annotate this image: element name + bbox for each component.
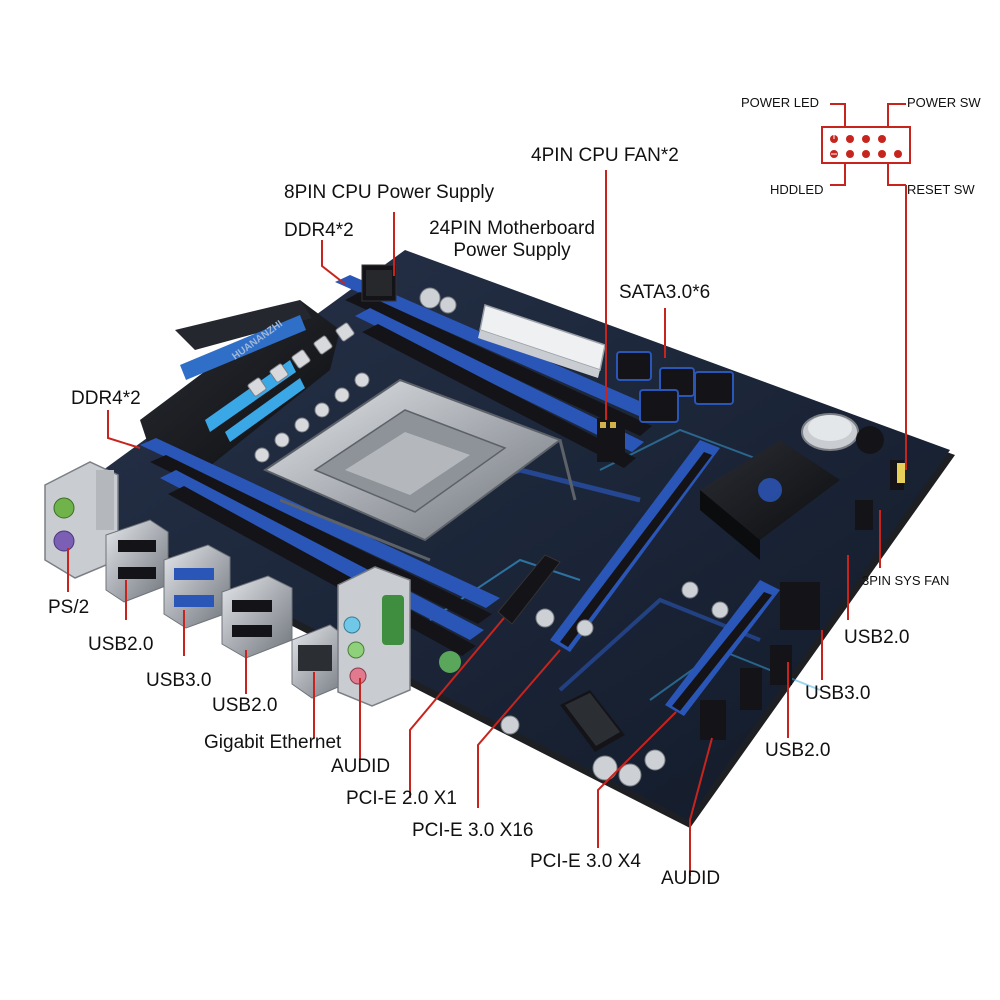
pcie-x16-slot <box>550 440 720 652</box>
usb30-label-right: USB3.0 <box>805 683 871 704</box>
cpu-fan-header <box>597 418 625 462</box>
cpu-power-label: 8PIN CPU Power Supply <box>284 182 495 203</box>
sys-fan-label: 3PIN SYS FAN <box>862 573 950 588</box>
internal-headers <box>700 460 905 740</box>
rear-io <box>44 461 411 707</box>
pcie-x1-label: PCI-E 2.0 X1 <box>346 788 457 809</box>
power-led-label: POWER LED <box>741 95 820 110</box>
cmos-battery <box>801 413 859 451</box>
atx-power-label-line1: 24PIN Motherboard <box>429 218 595 239</box>
reset-sw-label: RESET SW <box>907 182 975 197</box>
atx-power-label-line2: Power Supply <box>453 240 571 261</box>
m2-slot <box>560 690 625 752</box>
ddr4-slots-top <box>335 275 660 468</box>
buzzer <box>856 426 884 454</box>
chipset-heatsink <box>700 440 840 560</box>
usb20-label-b: USB2.0 <box>212 695 278 716</box>
green-capacitor <box>439 651 461 673</box>
usb20-label-a: USB2.0 <box>88 634 154 655</box>
vrm-heatsink: HUANANZHI <box>140 300 340 470</box>
ps2-label: PS/2 <box>48 597 90 618</box>
power-sw-label: POWER SW <box>907 95 981 110</box>
pcie-x16-label: PCI-E 3.0 X16 <box>412 820 534 841</box>
callout-leaders <box>67 170 907 876</box>
hddled-label: HDDLED <box>770 182 824 197</box>
cpu-8pin-connector <box>361 264 397 302</box>
sata-ports <box>616 351 734 423</box>
usb20-label-c: USB2.0 <box>765 740 831 761</box>
usb20-label-right: USB2.0 <box>844 627 910 648</box>
ddr4-left-label: DDR4*2 <box>71 388 141 409</box>
pcie-x4-label: PCI-E 3.0 X4 <box>530 851 641 872</box>
audid-label-a: AUDID <box>331 756 391 777</box>
usb30-label-a: USB3.0 <box>146 670 212 691</box>
pcie-x4-slot <box>665 580 780 716</box>
pcie-x1-slot <box>497 554 561 625</box>
cpu-fan-label: 4PIN CPU FAN*2 <box>531 145 679 166</box>
front-panel-diagram <box>821 103 911 186</box>
audid-label-b: AUDID <box>661 868 721 889</box>
atx-24pin-connector <box>478 304 606 378</box>
vrm-chokes <box>247 322 370 463</box>
sata-label: SATA3.0*6 <box>619 282 711 303</box>
gigabit-label: Gigabit Ethernet <box>204 732 342 753</box>
cpu-socket <box>262 378 577 562</box>
ddr4-top-label: DDR4*2 <box>284 220 354 241</box>
capacitors <box>419 287 729 787</box>
